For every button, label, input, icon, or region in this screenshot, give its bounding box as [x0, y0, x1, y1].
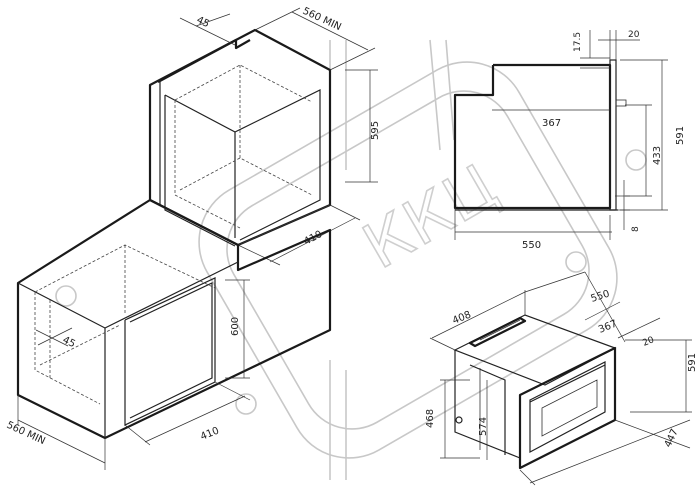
iso-height-label: 591	[687, 353, 698, 372]
watermark	[55, 39, 647, 480]
iso-body-height-label: 574	[478, 417, 489, 436]
side-view-dimensions	[454, 30, 668, 240]
side-total-height-label: 591	[675, 126, 686, 145]
iso-width-label: 408	[451, 309, 473, 326]
iso-bottom-width-label: 447	[663, 427, 681, 449]
side-body-depth-label: 367	[542, 118, 561, 129]
iso-inner-height-label: 468	[425, 409, 436, 428]
bottom-cab-height-label: 600	[230, 317, 241, 336]
watermark-text: ККЦ	[351, 149, 511, 283]
bottom-cabinet-dimensions	[17, 279, 251, 470]
top-cabinet	[148, 28, 332, 247]
top-cab-depth-label: 45	[195, 15, 211, 30]
bottom-cabinet	[16, 198, 332, 440]
bottom-cab-inner-depth-label: 410	[199, 425, 221, 442]
bottom-cab-depth-label: 45	[61, 335, 77, 350]
side-top-gap-label: 17.5	[573, 32, 583, 52]
top-cabinet-dimensions	[179, 7, 378, 266]
iso-door-label: 20	[641, 335, 656, 349]
side-bottom-gap-label: 8	[631, 226, 641, 232]
side-total-depth-label: 550	[522, 240, 541, 251]
iso-body-depth-label: 367	[597, 318, 619, 335]
iso-depth-label: 550	[590, 288, 612, 304]
side-door-thickness-label: 20	[628, 30, 640, 40]
side-inner-height-label: 433	[652, 146, 663, 165]
top-cab-height-label: 595	[370, 121, 381, 140]
oven-isometric-dimensions	[429, 271, 692, 486]
